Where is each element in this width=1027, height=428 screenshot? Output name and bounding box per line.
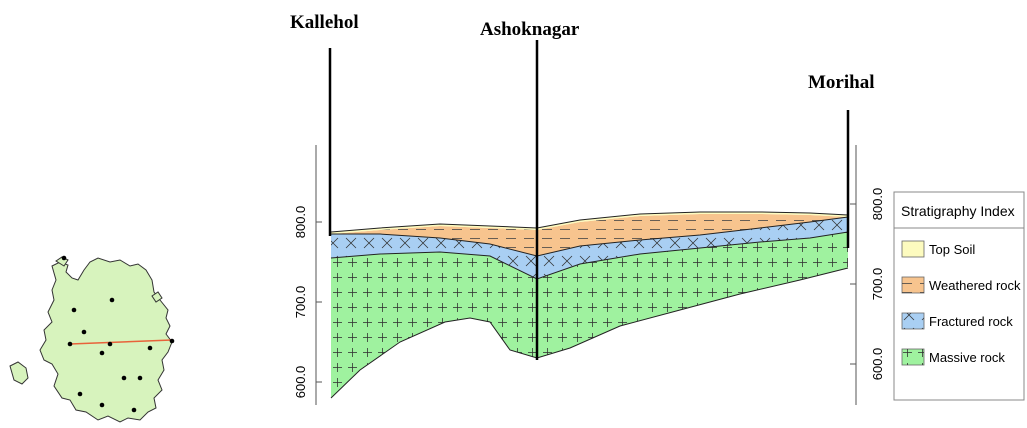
location-map [9, 255, 175, 423]
legend-swatch-massive-rock-pattern [902, 349, 924, 365]
tick-label-right-800: 800.0 [870, 188, 885, 221]
tick-label-right-600: 600.0 [870, 348, 885, 381]
legend-swatch-fractured-rock-pattern [902, 313, 924, 329]
study-area-polygon [39, 257, 173, 423]
well-location-dot [131, 407, 137, 413]
well-location-dot [81, 329, 87, 335]
legend-label-fractured-rock: Fractured rock [929, 314, 1013, 329]
well-label-kallehol: Kallehol [290, 12, 359, 33]
well-location-dot [71, 307, 77, 313]
tick-label-left-600: 600.0 [293, 366, 308, 399]
tick-label-left-800: 800.0 [293, 206, 308, 239]
well-location-dot [147, 345, 153, 351]
well-location-dot [99, 350, 105, 356]
boundary-massive-base [330, 267, 849, 399]
well-location-dot [107, 341, 113, 347]
cross-section: Kallehol Ashoknagar Morihal [290, 12, 875, 399]
legend-swatch-weathered-rock-pattern [902, 277, 924, 293]
island-polygon-west [9, 361, 29, 385]
legend-box [893, 191, 1025, 401]
tick-label-right-700: 700.0 [870, 268, 885, 301]
well-location-dot [169, 338, 175, 344]
well-location-dot [77, 391, 83, 397]
section-line [69, 339, 173, 345]
tick-label-left-700: 700.0 [293, 286, 308, 319]
well-location-dot [109, 297, 115, 303]
legend-label-top-soil: Top Soil [929, 242, 975, 257]
well-label-ashoknagar: Ashoknagar [480, 19, 580, 40]
layer-weathered-rock-pattern [331, 214, 848, 256]
layer-fractured-rock-pattern [331, 217, 848, 279]
well-label-morihal: Morihal [808, 72, 875, 93]
well-location-dot [137, 375, 143, 381]
well-location-dot [99, 402, 105, 408]
well-location-dot [121, 375, 127, 381]
island-polygon-east [151, 291, 163, 303]
layer-top-soil [331, 212, 848, 234]
elevation-axis-left: 800.0 700.0 600.0 [293, 145, 322, 405]
well-location-dot [67, 341, 73, 347]
boundary-top [330, 211, 849, 233]
boundary-fractured-base [330, 231, 849, 280]
well-location-dots [61, 255, 175, 413]
legend-swatch-top-soil [901, 240, 925, 258]
elevation-axis-right: 800.0 700.0 600.0 [850, 145, 885, 405]
well-location-dot [61, 255, 67, 261]
layer-massive-rock-pattern [331, 232, 848, 398]
legend-label-weathered-rock: Weathered rock [929, 278, 1021, 293]
boundary-weathered-base [331, 216, 849, 257]
legend-label-massive-rock: Massive rock [929, 350, 1005, 365]
stratigraphy-legend: Stratigraphy Index Top Soil Weathered ro… [893, 191, 1025, 401]
legend-title: Stratigraphy Index [901, 203, 1015, 219]
